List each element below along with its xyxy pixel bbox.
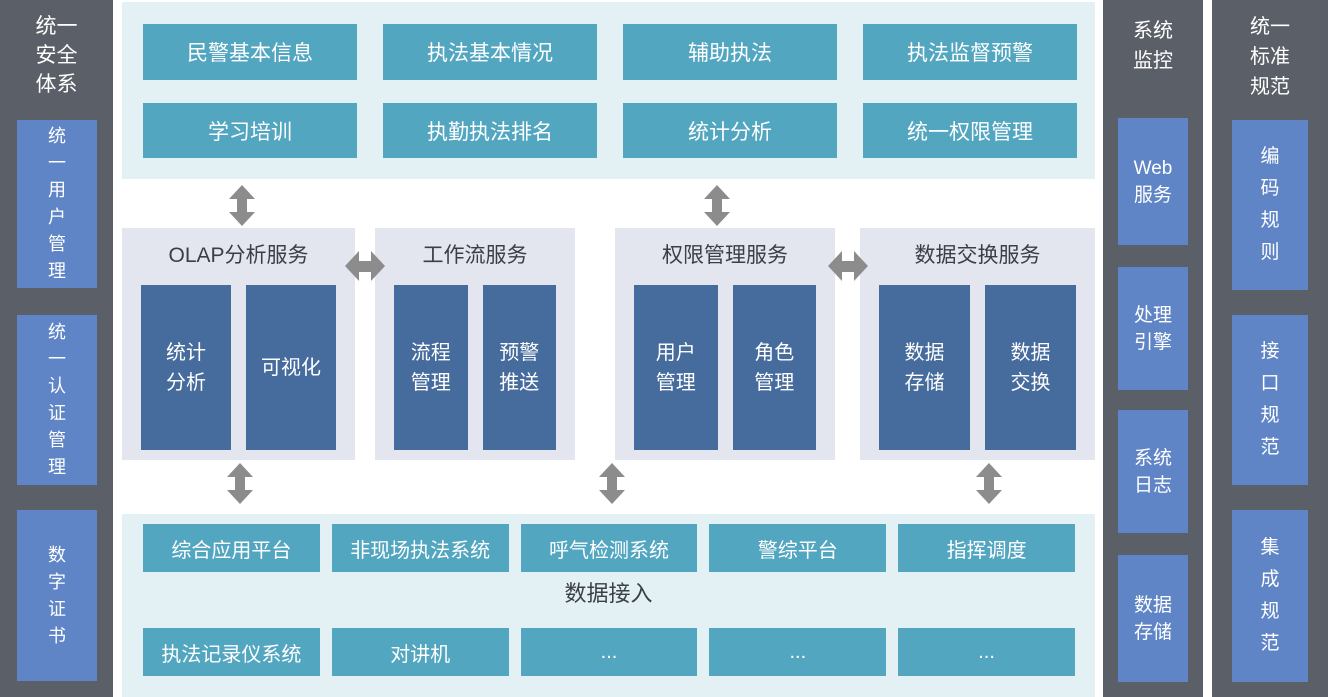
access-system-box: 非现场执法系统: [331, 524, 509, 572]
service-module-box: 预警 推送: [482, 285, 556, 450]
security-column-title: 统一安全体系: [35, 15, 78, 96]
service-module-box: 流程 管理: [394, 285, 468, 450]
security-item-digital-cert: 数字证书: [17, 510, 97, 681]
service-group-title: 数据交换服务: [914, 244, 1041, 267]
access-system-box: 指挥调度: [898, 524, 1075, 572]
device-box: ...: [709, 628, 887, 676]
app-module-box: 执法基本情况: [383, 24, 597, 80]
vertical-double-arrow: [976, 463, 1002, 504]
access-systems-row: 综合应用平台 非现场执法系统 呼气检测系统 警综平台 指挥调度: [143, 524, 1075, 572]
vertical-double-arrow: [229, 185, 255, 226]
device-row: 执法记录仪系统 对讲机 ... ... ...: [143, 628, 1075, 676]
security-item-label: 统一认证管理: [48, 322, 66, 477]
device-box: 执法记录仪系统: [143, 628, 320, 676]
service-group-olap: OLAP分析服务 统计 分析 可视化: [122, 228, 355, 460]
application-layer: 民警基本信息 执法基本情况 辅助执法 执法监督预警 学习培训 执勤执法排名 统计…: [122, 2, 1095, 179]
service-group-data-exchange: 数据交换服务 数据 存储 数据 交换: [860, 228, 1095, 460]
security-item-label: 数字证书: [48, 544, 66, 646]
service-group-body: 流程 管理 预警 推送: [375, 285, 575, 450]
service-group-body: 统计 分析 可视化: [122, 285, 355, 450]
service-group-title: 工作流服务: [422, 244, 528, 267]
vertical-double-arrow: [704, 185, 730, 226]
data-access-label: 数据接入: [564, 581, 653, 606]
standard-item-interface-spec: 接口规范: [1232, 315, 1308, 485]
monitor-item-system-log: 系统 日志: [1118, 410, 1188, 533]
device-box: 对讲机: [331, 628, 509, 676]
service-group-workflow: 工作流服务 流程 管理 预警 推送: [375, 228, 575, 460]
monitor-item-web-service: Web 服务: [1118, 118, 1188, 245]
access-system-box: 呼气检测系统: [520, 524, 698, 572]
app-module-box: 统计分析: [623, 103, 837, 158]
service-module-box: 数据 交换: [985, 285, 1076, 450]
main-diagram-area: 民警基本信息 执法基本情况 辅助执法 执法监督预警 学习培训 执勤执法排名 统计…: [122, 0, 1095, 697]
service-group-body: 数据 存储 数据 交换: [860, 285, 1095, 450]
app-module-box: 执勤执法排名: [383, 103, 597, 158]
security-item-auth-management: 统一认证管理: [17, 315, 97, 485]
service-group-permission: 权限管理服务 用户 管理 角色 管理: [615, 228, 835, 460]
security-item-label: 统一用户管理: [48, 126, 66, 281]
standards-column-title: 统一标准规范: [1250, 16, 1290, 98]
application-row-2: 学习培训 执勤执法排名 统计分析 统一权限管理: [143, 103, 1077, 158]
access-system-box: 警综平台: [709, 524, 887, 572]
monitor-item-processing-engine: 处理 引擎: [1118, 267, 1188, 390]
vertical-double-arrow: [227, 463, 253, 504]
horizontal-double-arrow: [828, 251, 868, 281]
service-group-title: 权限管理服务: [662, 244, 788, 267]
monitoring-column: 系统监控 Web 服务 处理 引擎 系统 日志 数据 存储: [1103, 0, 1203, 697]
standards-column: 统一标准规范 编码规则 接口规范 集成规范: [1212, 0, 1328, 697]
device-box: ...: [898, 628, 1075, 676]
service-layer: OLAP分析服务 统计 分析 可视化 工作流服务 流程 管理 预警 推送 权限管…: [122, 228, 1095, 460]
monitoring-column-title: 系统监控: [1133, 20, 1173, 72]
app-module-box: 统一权限管理: [863, 103, 1077, 158]
application-row-1: 民警基本信息 执法基本情况 辅助执法 执法监督预警: [143, 24, 1077, 80]
device-box: ...: [520, 628, 698, 676]
standard-item-integration-spec: 集成规范: [1232, 510, 1308, 682]
app-module-box: 执法监督预警: [863, 24, 1077, 80]
service-module-box: 数据 存储: [879, 285, 970, 450]
security-item-user-management: 统一用户管理: [17, 120, 97, 288]
access-system-box: 综合应用平台: [143, 524, 320, 572]
security-column: 统一安全体系 统一用户管理 统一认证管理 数字证书: [0, 0, 113, 697]
horizontal-double-arrow: [345, 251, 385, 281]
service-module-box: 用户 管理: [634, 285, 718, 450]
data-access-layer: 综合应用平台 非现场执法系统 呼气检测系统 警综平台 指挥调度 数据接入 执法记…: [122, 514, 1095, 697]
service-module-box: 可视化: [246, 285, 336, 450]
monitoring-title-wrap: 系统监控: [1103, 0, 1203, 76]
service-module-box: 角色 管理: [732, 285, 816, 450]
monitor-item-data-storage: 数据 存储: [1118, 555, 1188, 682]
service-module-box: 统计 分析: [141, 285, 231, 450]
standards-title-wrap: 统一标准规范: [1212, 0, 1328, 102]
standard-item-label: 接口规范: [1260, 341, 1280, 458]
service-group-body: 用户 管理 角色 管理: [615, 285, 835, 450]
service-group-title: OLAP分析服务: [168, 244, 309, 267]
app-module-box: 民警基本信息: [143, 24, 357, 80]
app-module-box: 辅助执法: [623, 24, 837, 80]
app-module-box: 学习培训: [143, 103, 357, 158]
standard-item-label: 集成规范: [1260, 537, 1280, 654]
standard-item-coding-rules: 编码规则: [1232, 120, 1308, 290]
vertical-double-arrow: [599, 463, 625, 504]
standard-item-label: 编码规则: [1260, 146, 1280, 263]
